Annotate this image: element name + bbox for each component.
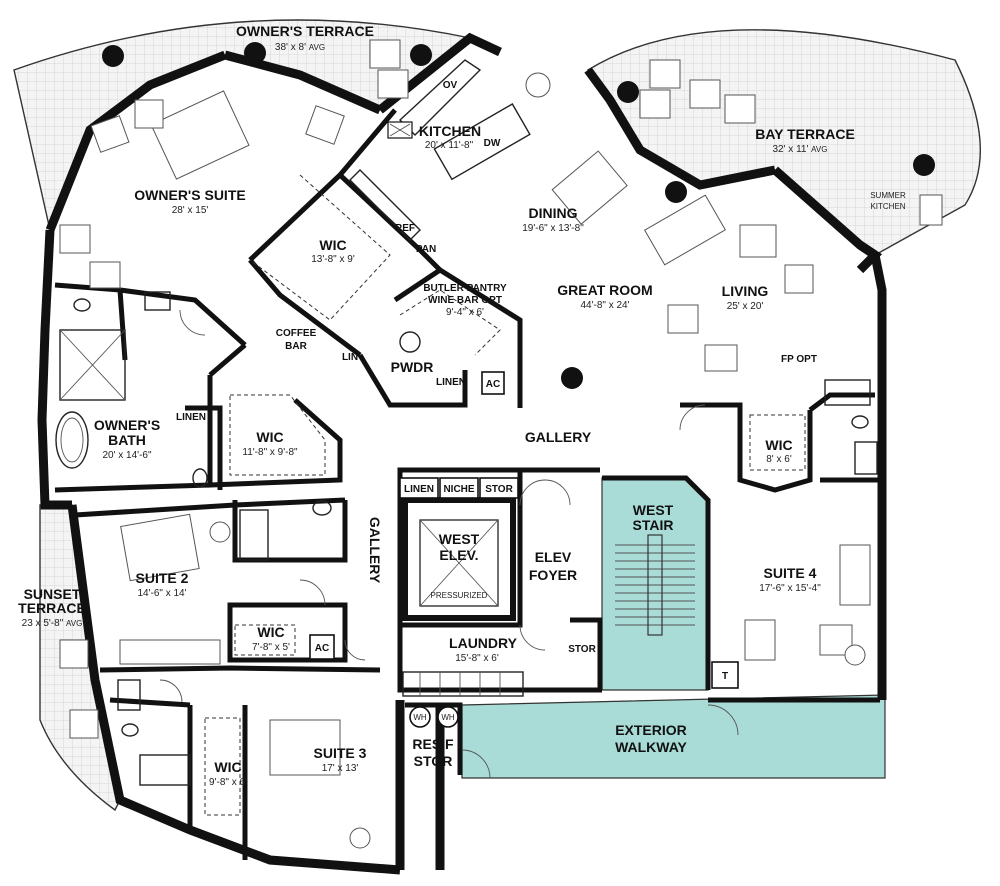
wic-owner-label: WIC [319, 237, 346, 253]
fp-opt-label: FP OPT [781, 354, 817, 365]
ac-pwdr-label: AC [486, 379, 500, 390]
suite3-label: SUITE 3 [314, 745, 367, 761]
furniture [59, 39, 943, 849]
linen-bath-label: LINEN [176, 412, 206, 423]
ac-suite2-label: AC [315, 643, 329, 654]
stor-elev-label: STOR [485, 484, 513, 495]
bay-terrace-dim: 32' x 11' AVG [773, 144, 828, 155]
ac-unit-pwdr [481, 371, 505, 395]
laundry-dim: 15'-8" x 6' [455, 653, 499, 664]
pan-label: PAN [416, 244, 436, 255]
owners-bath-label-1: OWNER'S [94, 417, 160, 433]
butler-pantry-label-1: BUTLER PANTRY [423, 283, 507, 294]
gallery-vertical-label: GALLERY [367, 517, 383, 584]
elev-foyer-label-2: FOYER [529, 567, 577, 583]
dashed-lines [204, 174, 806, 816]
wic-suite3-label: WIC [214, 759, 241, 775]
fixture-labels: OV DW REF PAN COFFEE BAR LIN PWDR LINEN … [176, 80, 817, 722]
sunset-terrace-dim: 23 x 5'-8" AVG [22, 618, 83, 629]
west-stair-label-2: STAIR [633, 517, 674, 533]
stair-treads [615, 534, 695, 636]
dining-label: DINING [529, 205, 578, 221]
bar-label: BAR [285, 341, 307, 352]
summer-kitchen-label-1: SUMMER [870, 191, 906, 200]
great-room-dim: 44'-8" x 24' [580, 300, 629, 311]
suite3-dim: 17' x 13' [322, 763, 359, 774]
dining-dim: 19'-6" x 13'-8" [522, 223, 584, 234]
suite2-dim: 14'-6" x 14' [137, 588, 186, 599]
ref-label: REF [395, 223, 415, 234]
suite4-label: SUITE 4 [764, 565, 817, 581]
laundry-counter [402, 671, 524, 697]
owners-bath-dim: 20' x 14'-6" [102, 450, 152, 461]
west-stair-label-1: WEST [633, 502, 674, 518]
laundry-label: LAUNDRY [449, 635, 518, 651]
stor-laundry-label: STOR [568, 644, 596, 655]
owners-suite-dim: 28' x 15' [172, 205, 209, 216]
kitchen-counters [349, 59, 531, 241]
elevator-storage-row [399, 477, 519, 499]
owners-terrace-label: OWNER'S TERRACE [236, 23, 374, 39]
exterior-walkway-label-2: WALKWAY [615, 739, 687, 755]
kitchen-label: KITCHEN [419, 123, 481, 139]
suite4-dim: 17'-6" x 15'-4" [759, 583, 821, 594]
gallery-horizontal-label: GALLERY [525, 429, 592, 445]
exterior-walls [37, 32, 887, 875]
owners-terrace-dim: 38' x 8' AVG [275, 42, 325, 53]
columns [102, 42, 935, 389]
res-f-stor-label-2: STOR [414, 753, 453, 769]
wic-bath-label: WIC [256, 429, 283, 445]
great-room-label: GREAT ROOM [557, 282, 652, 298]
linen-elev-label: LINEN [404, 484, 434, 495]
ov-label: OV [443, 80, 458, 91]
water-heater-1-icon [409, 706, 431, 728]
dw-label: DW [484, 138, 501, 149]
west-elev-note: PRESSURIZED [431, 591, 488, 600]
butler-pantry-dim: 9'-4" x 6' [446, 307, 484, 318]
trash-chute-box [711, 661, 739, 689]
wic-suite4-dim: 8' x 6' [766, 454, 792, 465]
wic-bath-dim: 11'-8" x 9'-8" [242, 447, 298, 458]
bath-fixtures [55, 291, 878, 786]
linen-pwdr-label: LINEN [436, 377, 466, 388]
butler-pantry-label-2: WINE BAR OPT [428, 295, 502, 306]
res-f-stor-label-1: RES F [412, 736, 454, 752]
sunset-terrace-label-2: TERRACE [18, 600, 86, 616]
suite2-label: SUITE 2 [136, 570, 189, 586]
elevator-shaft [402, 497, 516, 621]
wh1-label: WH [413, 713, 427, 722]
wic-suite2-dim: 7'-8" x 5' [252, 642, 290, 653]
coffee-label: COFFEE [276, 328, 317, 339]
water-heater-2-icon [437, 706, 459, 728]
west-elev-label-2: ELEV. [439, 547, 478, 563]
room-labels: OWNER'S TERRACE 38' x 8' AVG BAY TERRACE… [18, 23, 906, 788]
owners-bath-label-2: BATH [108, 432, 146, 448]
wic-suite4-label: WIC [765, 437, 792, 453]
summer-kitchen-label-2: KITCHEN [870, 202, 905, 211]
kitchen-dim: 20' x 11'-8" [425, 140, 474, 151]
wic-suite3-dim: 9'-8" x 6' [209, 777, 247, 788]
ac-unit-suite2 [309, 634, 335, 660]
pwdr-label: PWDR [391, 359, 434, 375]
t-label: T [722, 671, 728, 682]
west-elev-label-1: WEST [439, 531, 480, 547]
living-label: LIVING [722, 283, 769, 299]
owners-suite-label: OWNER'S SUITE [134, 187, 245, 203]
lin-label: LIN [342, 352, 358, 363]
wh2-label: WH [441, 713, 455, 722]
sunset-terrace-label-1: SUNSET [24, 586, 81, 602]
elev-foyer-label-1: ELEV [535, 549, 572, 565]
interior-walls [54, 108, 880, 860]
wic-owner-dim: 13'-8" x 9' [311, 254, 355, 265]
bay-terrace-area [587, 29, 981, 256]
niche-label: NICHE [443, 484, 474, 495]
exterior-walkway-label-1: EXTERIOR [615, 722, 687, 738]
door-swings [159, 309, 739, 779]
wic-suite2-label: WIC [257, 624, 284, 640]
living-dim: 25' x 20' [727, 301, 764, 312]
bay-terrace-label: BAY TERRACE [755, 126, 855, 142]
